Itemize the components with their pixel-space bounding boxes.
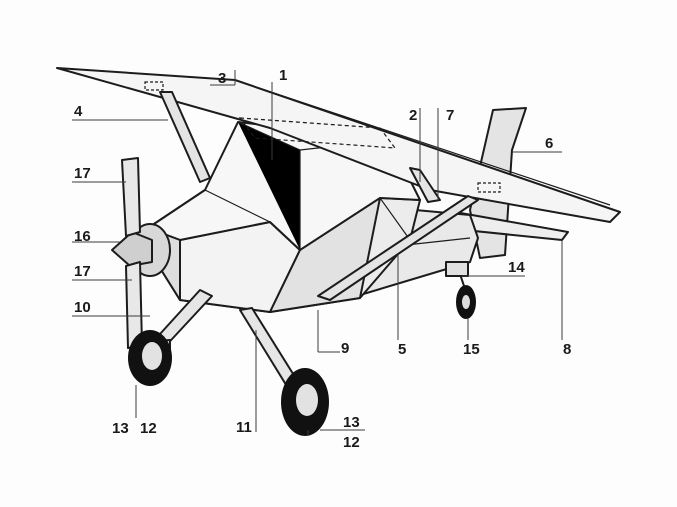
label-1: 1 [279,67,287,84]
label-7: 7 [446,107,454,124]
label-2: 2 [409,107,417,124]
leader-lines [72,70,563,436]
label-5: 5 [398,341,406,358]
label-11: 11 [236,419,252,436]
label-4: 4 [74,103,83,120]
part-labels: 1 2 3 4 5 6 7 8 9 10 11 12 12 13 13 14 1… [74,67,571,451]
label-9: 9 [341,340,349,357]
label-13-left-wheel: 13 [112,420,129,437]
label-14: 14 [508,259,525,276]
label-10: 10 [74,299,91,316]
label-16: 16 [74,228,91,245]
left-wheel [128,330,172,386]
right-wheel [281,368,329,436]
label-17-bottom: 17 [74,263,91,280]
label-3: 3 [218,70,226,87]
tail-wheel [445,261,476,319]
label-12-right-wheel: 12 [343,434,360,451]
label-8: 8 [563,341,571,358]
wing-struts [159,91,479,301]
label-15: 15 [463,341,480,358]
nose-cowling [111,223,181,301]
label-17-top: 17 [74,165,91,182]
label-13-right-wheel: 13 [343,414,360,431]
label-12-left-wheel: 12 [140,420,157,437]
label-6: 6 [545,135,553,152]
